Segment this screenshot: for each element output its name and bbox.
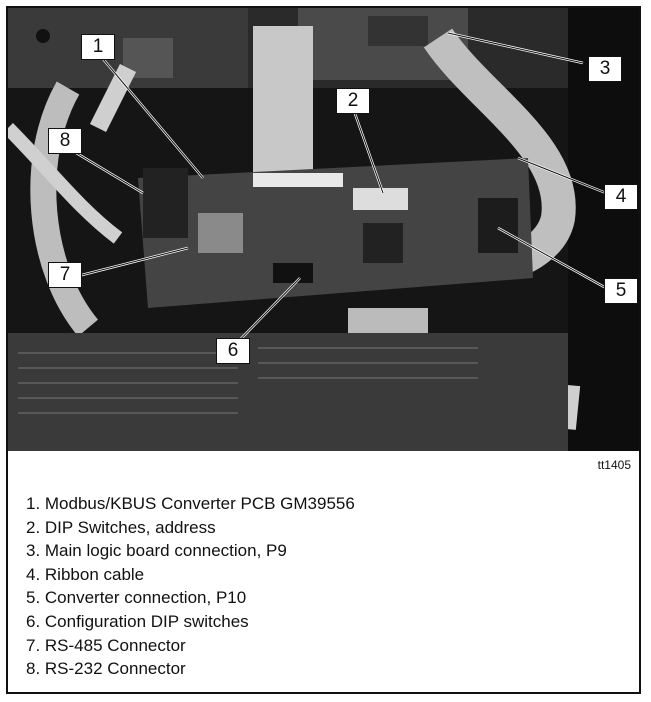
legend-item: 6. Configuration DIP switches xyxy=(26,611,249,631)
pcb-photo-illustration xyxy=(8,8,639,451)
callout-2: 2 xyxy=(336,88,370,114)
legend-item: 3. Main logic board connection, P9 xyxy=(26,541,287,561)
callout-5: 5 xyxy=(604,278,638,304)
callout-1: 1 xyxy=(81,34,115,60)
callout-8: 8 xyxy=(48,128,82,154)
callout-6: 6 xyxy=(216,338,250,364)
legend-item: 5. Converter connection, P10 xyxy=(26,588,247,608)
legend-item: 2. DIP Switches, address xyxy=(26,517,216,537)
legend-item: 8. RS-232 Connector xyxy=(26,659,186,679)
legend-list: 1. Modbus/KBUS Converter PCB GM39556 2. … xyxy=(26,492,355,681)
callout-4: 4 xyxy=(604,184,638,210)
callout-3: 3 xyxy=(588,56,622,82)
callout-7: 7 xyxy=(48,262,82,288)
legend-item: 1. Modbus/KBUS Converter PCB GM39556 xyxy=(26,494,355,513)
figure-id: tt1405 xyxy=(597,458,631,472)
legend-item: 7. RS-485 Connector xyxy=(26,635,186,655)
legend-item: 4. Ribbon cable xyxy=(26,564,145,584)
pcb-photo: 1 2 3 4 5 6 7 8 xyxy=(8,8,639,451)
figure-frame: 1 2 3 4 5 6 7 8 tt1405 1. Modbus/KBUS Co… xyxy=(6,6,641,694)
